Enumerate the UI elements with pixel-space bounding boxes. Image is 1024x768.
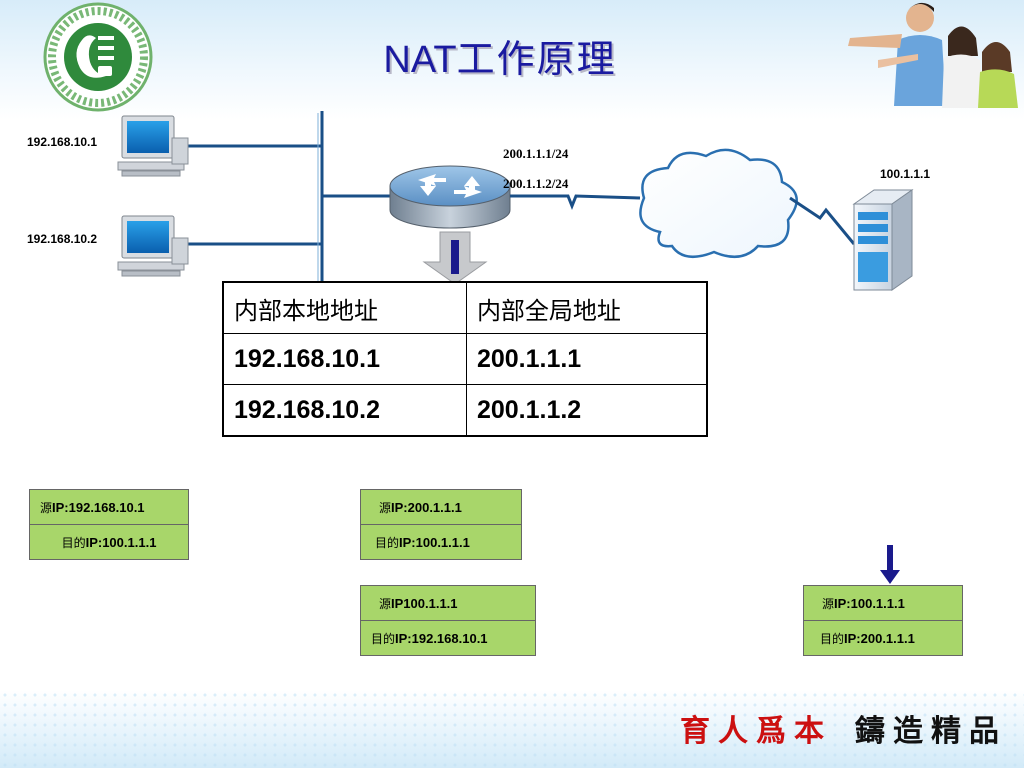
- server-ip-label: 100.1.1.1: [880, 167, 931, 181]
- nat-cell-local-1: 192.168.10.1: [222, 333, 467, 385]
- school-logo: [43, 2, 153, 112]
- pc-1-ip-label: 192.168.10.1: [27, 135, 98, 149]
- page-title: NAT工作原理: [330, 28, 670, 83]
- packet-3-src: 源IP100.1.1.1: [360, 585, 536, 621]
- server-link: [789, 196, 856, 245]
- packet-4-src: 源IP:100.1.1.1: [803, 585, 963, 621]
- packet-3: 源IP100.1.1.1 目的IP:192.168.10.1: [360, 585, 536, 656]
- packet-2: 源IP:200.1.1.1 目的IP:100.1.1.1: [360, 489, 522, 560]
- packet-1-src: 源IP:192.168.10.1: [29, 489, 189, 525]
- wan-link: [510, 194, 641, 211]
- packet-2-src: 源IP:200.1.1.1: [360, 489, 522, 525]
- footer-dot-pattern: [0, 690, 1024, 768]
- nat-cell-global-1: 200.1.1.1: [465, 333, 708, 385]
- table-row: 192.168.10.2 200.1.1.2: [222, 384, 708, 437]
- packet-1: 源IP:192.168.10.1 目的IP:100.1.1.1: [29, 489, 189, 560]
- server-packet-arrow: [880, 545, 900, 584]
- packet-1-dst: 目的IP:100.1.1.1: [29, 524, 189, 560]
- slogan-red: 育人爲本: [680, 714, 832, 749]
- router-icon: [389, 165, 511, 229]
- title-latin: NAT: [383, 39, 457, 81]
- header-background: [0, 0, 1024, 120]
- pc-2-icon: [117, 215, 189, 277]
- server-icon: [852, 189, 914, 291]
- packet-3-dst: 目的IP:192.168.10.1: [360, 620, 536, 656]
- packet-4-dst: 目的IP:200.1.1.1: [803, 620, 963, 656]
- table-row: 192.168.10.1 200.1.1.1: [222, 333, 708, 385]
- router-ip-b-label: 200.1.1.2/24: [503, 176, 569, 191]
- internet-cloud: [639, 148, 798, 259]
- people-illustration: [848, 2, 1018, 108]
- lan-links: [188, 111, 392, 290]
- pc-2-ip-label: 192.168.10.2: [27, 232, 98, 246]
- nat-translation-table: 内部本地地址 内部全局地址 192.168.10.1 200.1.1.1 192…: [222, 281, 708, 437]
- nat-cell-global-2: 200.1.1.2: [465, 384, 708, 437]
- packet-2-dst: 目的IP:100.1.1.1: [360, 524, 522, 560]
- nat-table-header-row: 内部本地地址 内部全局地址: [222, 281, 708, 334]
- pc-1-icon: [117, 115, 189, 177]
- nat-header-inside-global: 内部全局地址: [465, 281, 708, 334]
- nat-header-inside-local: 内部本地地址: [222, 281, 467, 334]
- title-cjk: 工作原理: [456, 37, 617, 81]
- router-ip-a-label: 200.1.1.1/24: [503, 146, 569, 161]
- router-down-arrow: [422, 231, 488, 285]
- packet-4: 源IP:100.1.1.1 目的IP:200.1.1.1: [803, 585, 963, 656]
- nat-cell-local-2: 192.168.10.2: [222, 384, 467, 437]
- slogan-black: 鑄造精品: [855, 714, 1007, 749]
